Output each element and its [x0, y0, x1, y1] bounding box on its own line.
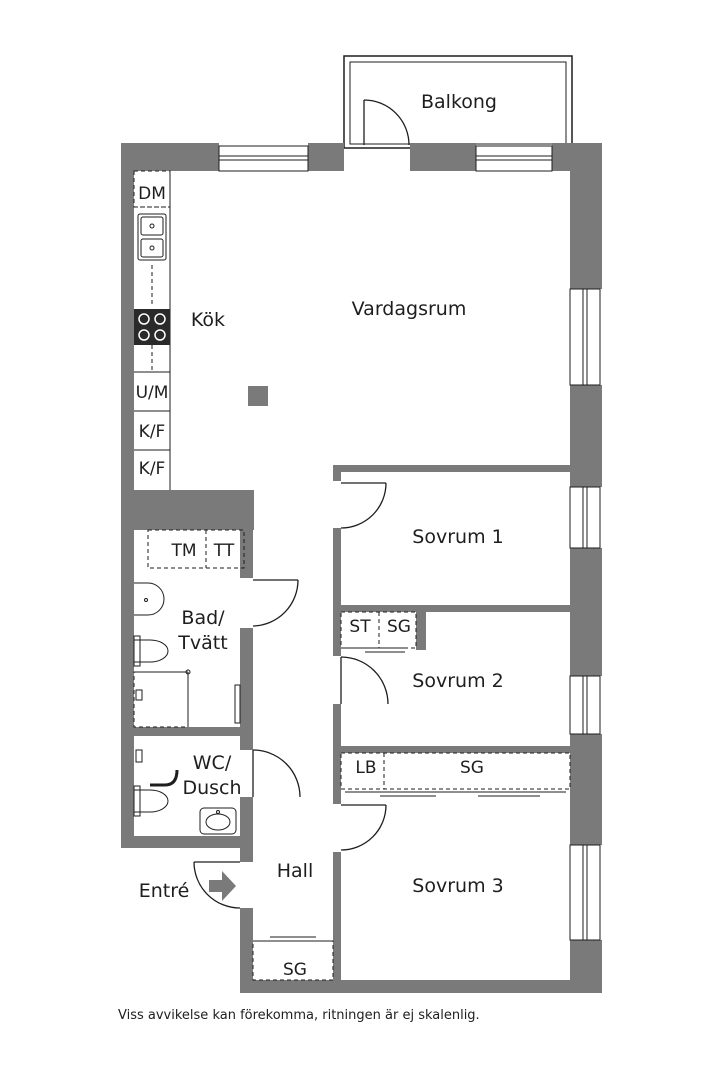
label-kok: Kök [191, 309, 225, 331]
label-lb: LB [355, 758, 376, 778]
label-vardagsrum: Vardagsrum [352, 298, 467, 320]
label-bad-line2: Tvätt [177, 632, 227, 654]
label-bad-line1: Bad/ [181, 607, 225, 629]
wardrobes [252, 611, 571, 981]
label-sg-hall: SG [283, 960, 307, 980]
washbasin-icon [134, 582, 165, 616]
label-wc-line1: WC/ [193, 752, 232, 774]
label-sg-sovrum2: SG [387, 617, 411, 637]
label-kf-1: K/F [139, 422, 166, 442]
label-sovrum3: Sovrum 3 [412, 875, 503, 897]
label-st: ST [349, 617, 371, 637]
bathroom-fixtures [133, 529, 245, 728]
label-sg-sovrum3: SG [460, 758, 484, 778]
wc-toilet-icon [133, 789, 169, 813]
disclaimer: Viss avvikelse kan förekomma, ritningen … [118, 1008, 480, 1023]
stove-icon [134, 309, 170, 345]
label-tt: TT [213, 541, 235, 561]
column [248, 386, 268, 406]
outer-walls [121, 143, 602, 993]
kitchen-sink-icon [137, 213, 167, 261]
label-wc-line2: Dusch [182, 777, 241, 799]
label-entre: Entré [139, 880, 190, 902]
doors [193, 99, 410, 909]
wc-fixtures [133, 749, 237, 835]
label-dm: DM [138, 184, 166, 204]
toilet-icon [133, 639, 169, 663]
label-sovrum1: Sovrum 1 [412, 526, 503, 548]
label-um: U/M [136, 383, 169, 403]
label-tm: TM [170, 541, 196, 561]
label-sovrum2: Sovrum 2 [412, 670, 503, 692]
label-hall: Hall [277, 860, 314, 882]
interior-walls [134, 465, 570, 993]
label-balkong: Balkong [421, 91, 497, 113]
label-kf-2: K/F [139, 459, 166, 479]
windows [218, 145, 601, 941]
wc-washbasin-icon [199, 807, 237, 835]
entrance-arrow-icon [209, 871, 236, 901]
